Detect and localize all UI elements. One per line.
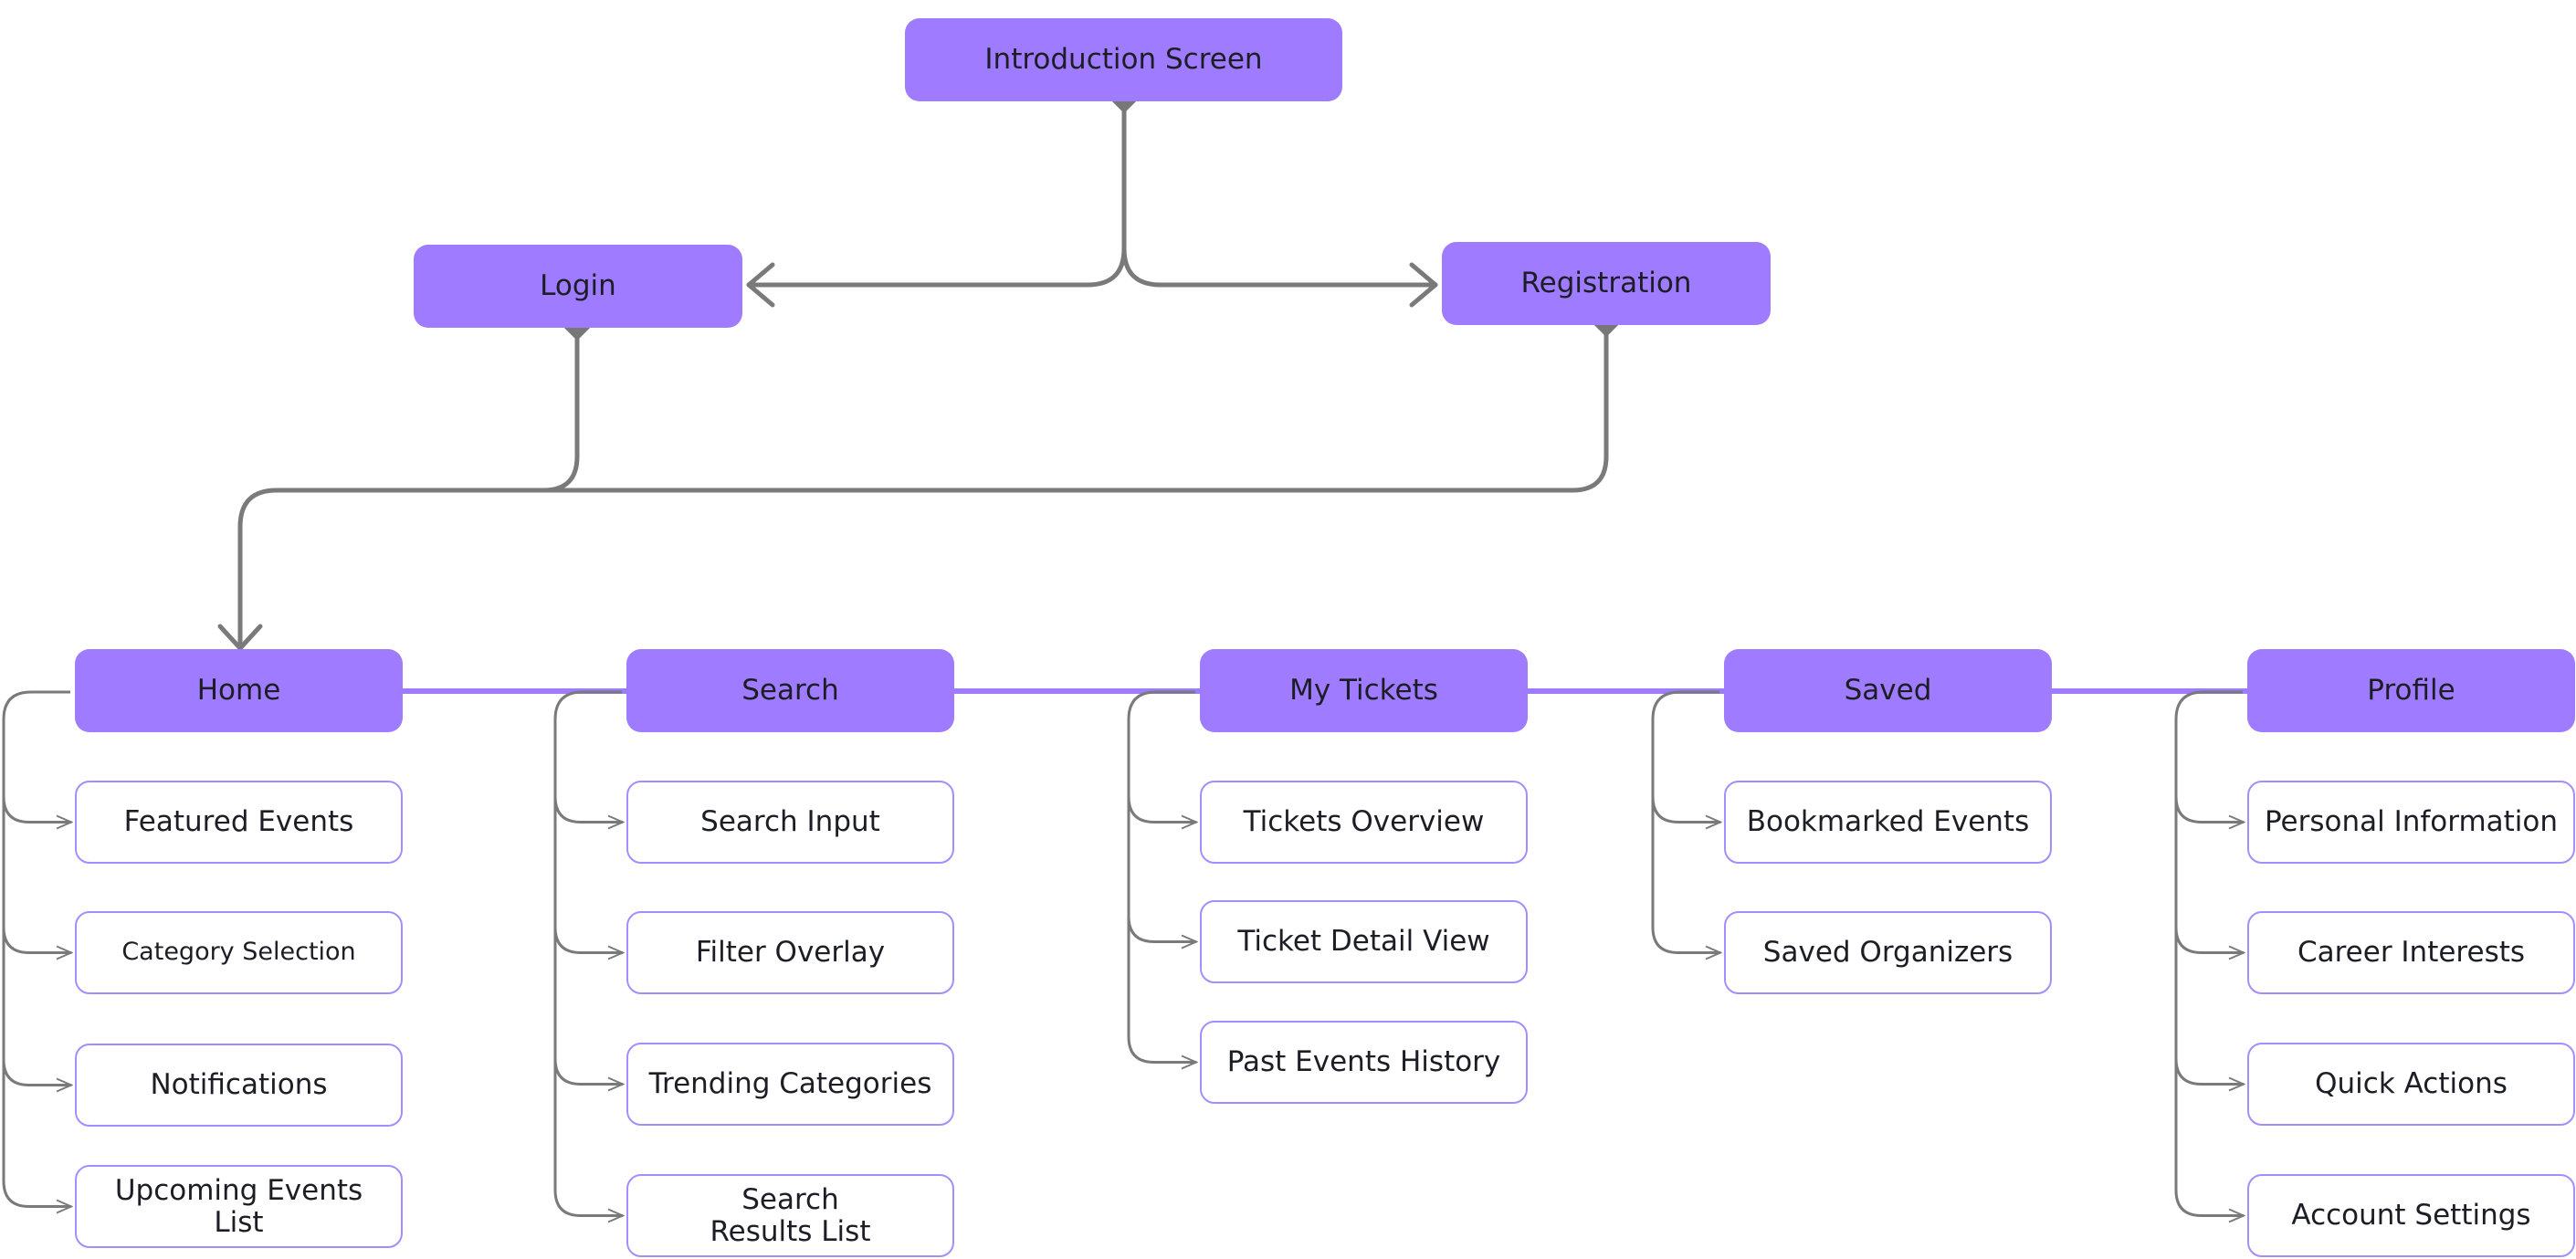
branch-arrow — [2174, 1058, 2244, 1085]
screen-label: Category Selection — [121, 938, 356, 967]
tab-saved: Saved — [1724, 649, 2052, 732]
branch-arrow — [2, 1059, 71, 1086]
screen-node-filter-overlay: Filter Overlay — [626, 911, 954, 994]
intro-to-registration-edge — [1121, 246, 1438, 288]
registration-node: Registration — [1442, 242, 1771, 325]
tab-rail-home — [2, 690, 70, 1181]
screen-label: Filter Overlay — [695, 936, 886, 970]
tab-search: Search — [626, 649, 954, 732]
screen-label: Search Input — [700, 805, 880, 839]
screen-node-career-interests: Career Interests — [2247, 911, 2575, 994]
tab-connectors — [2, 690, 2244, 1216]
screen-node-personal-information: Personal Information — [2247, 781, 2575, 864]
tab-rail-saved — [1651, 690, 1719, 928]
screen-node-bookmarked-events: Bookmarked Events — [1724, 781, 2052, 864]
branch-arrow — [1127, 796, 1196, 823]
branch-arrow — [2, 1180, 71, 1207]
intro-to-login-edge — [746, 98, 1127, 288]
screen-label: Search Results List — [710, 1182, 871, 1248]
screen-node-search-input: Search Input — [626, 781, 954, 864]
screen-label: Personal Information — [2264, 805, 2559, 839]
screen-label: Bookmarked Events — [1746, 805, 2030, 839]
branch-arrow — [1127, 916, 1196, 942]
screen-node-search-results-list: Search Results List — [626, 1174, 954, 1257]
screen-label: Upcoming Events List — [114, 1173, 363, 1239]
screen-node-quick-actions: Quick Actions — [2247, 1043, 2575, 1126]
intro-screen-label: Introduction Screen — [984, 43, 1263, 77]
arrowhead-registration — [1409, 262, 1438, 308]
branch-arrow — [553, 927, 623, 953]
screen-label: Notifications — [150, 1068, 328, 1102]
login-label: Login — [540, 269, 616, 303]
screen-label: Ticket Detail View — [1237, 925, 1490, 959]
screen-label: Quick Actions — [2315, 1067, 2508, 1101]
arrowhead-login — [746, 262, 775, 308]
tab-rail-my-tickets — [1127, 690, 1195, 1037]
branch-arrow — [1651, 927, 1720, 953]
branch-arrow — [2, 927, 71, 953]
arrowhead-home — [217, 624, 263, 651]
login-node: Login — [414, 245, 742, 328]
screen-node-featured-events: Featured Events — [75, 781, 403, 864]
screen-label: Career Interests — [2297, 936, 2526, 970]
tab-label: Profile — [2367, 674, 2455, 708]
screen-node-past-events-history: Past Events History — [1200, 1021, 1528, 1104]
tab-rail-profile — [2174, 690, 2243, 1191]
screen-node-upcoming-events-list: Upcoming Events List — [75, 1165, 403, 1248]
tab-label: Search — [741, 674, 839, 708]
intro-screen-node: Introduction Screen — [905, 18, 1342, 101]
branch-arrow — [553, 796, 623, 823]
screen-node-ticket-detail-view: Ticket Detail View — [1200, 900, 1528, 983]
login-to-home-edge — [237, 325, 580, 649]
branch-arrow — [1127, 1036, 1196, 1063]
tab-label: Saved — [1844, 674, 1932, 708]
branch-arrow — [553, 1058, 623, 1085]
tab-rail-search — [553, 690, 622, 1191]
screen-node-notifications: Notifications — [75, 1044, 403, 1127]
tab-my-tickets: My Tickets — [1200, 649, 1528, 732]
branch-arrow — [2174, 1190, 2244, 1216]
screen-node-account-settings: Account Settings — [2247, 1174, 2575, 1257]
registration-label: Registration — [1520, 267, 1692, 300]
tab-profile: Profile — [2247, 649, 2575, 732]
registration-to-home-edge — [541, 321, 1609, 493]
tab-label: Home — [196, 674, 281, 708]
screen-label: Tickets Overview — [1243, 805, 1485, 839]
branch-arrow — [2174, 927, 2244, 953]
screen-label: Account Settings — [2291, 1199, 2531, 1233]
screen-node-saved-organizers: Saved Organizers — [1724, 911, 2052, 994]
branch-arrow — [1651, 796, 1720, 823]
branch-arrow — [2174, 796, 2244, 823]
tab-label: My Tickets — [1289, 674, 1438, 708]
tab-home: Home — [75, 649, 403, 732]
screen-node-tickets-overview: Tickets Overview — [1200, 781, 1528, 864]
screen-label: Trending Categories — [648, 1067, 932, 1101]
branch-arrow — [553, 1190, 623, 1216]
screen-node-trending-categories: Trending Categories — [626, 1043, 954, 1126]
screen-node-category-selection: Category Selection — [75, 911, 403, 994]
screen-label: Past Events History — [1226, 1045, 1501, 1079]
screen-label: Saved Organizers — [1762, 936, 2013, 970]
screen-label: Featured Events — [123, 805, 354, 839]
branch-arrow — [2, 796, 71, 823]
